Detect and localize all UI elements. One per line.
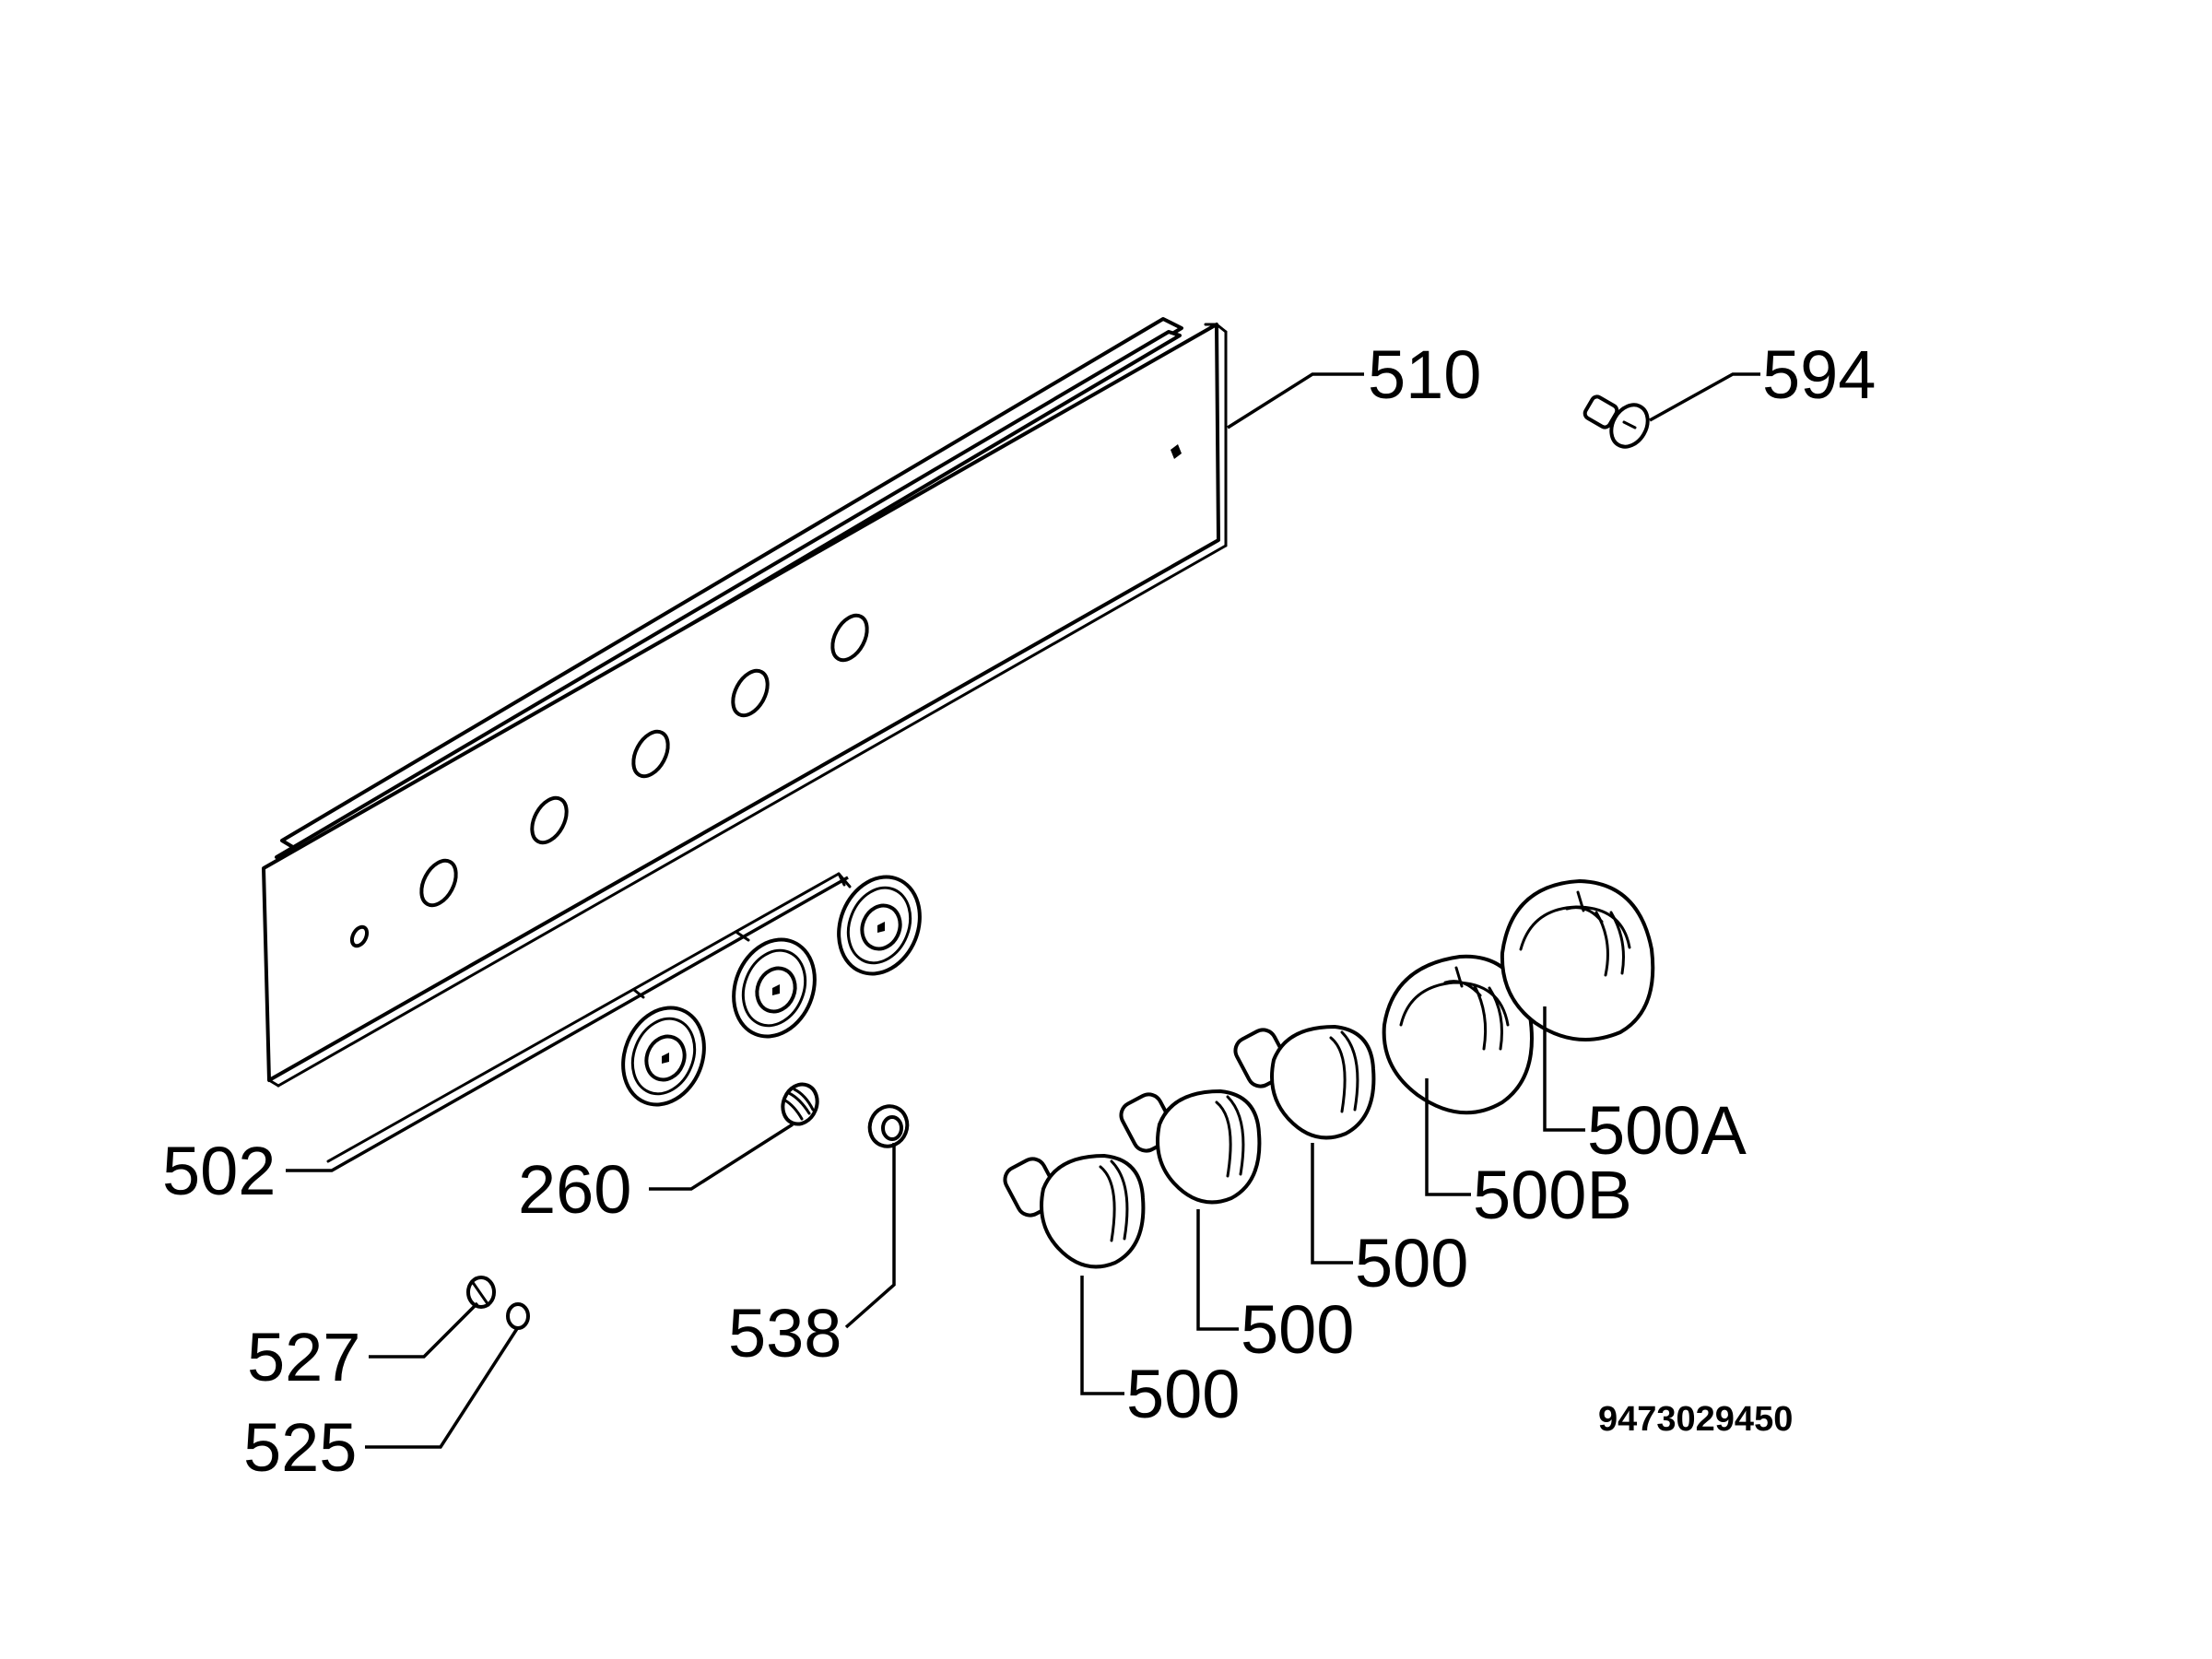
- control-knob-500-1: [1003, 1154, 1146, 1269]
- leader-594: [1649, 372, 1760, 422]
- label-500A: 500A: [1587, 1092, 1747, 1169]
- spring-260: [781, 1082, 819, 1126]
- leader-260: [649, 1123, 794, 1191]
- leader-527: [369, 1301, 479, 1359]
- leader-525: [365, 1326, 520, 1449]
- leader-500-1: [1080, 1276, 1124, 1395]
- control-knob-500B: [1382, 954, 1534, 1115]
- leader-510: [1227, 372, 1364, 429]
- leader-500-3: [1311, 1143, 1353, 1265]
- label-527: 527: [247, 1319, 360, 1395]
- control-knob-500A: [1500, 879, 1655, 1041]
- label-502: 502: [162, 1133, 276, 1209]
- label-500-1: 500: [1126, 1356, 1240, 1432]
- label-500-2: 500: [1241, 1291, 1354, 1368]
- bezel-ring-1: [621, 1006, 706, 1107]
- control-knob-500-2: [1119, 1089, 1262, 1205]
- cap-525: [506, 1302, 530, 1330]
- bezel-rings-502: [326, 872, 922, 1163]
- screw-594: [1583, 394, 1650, 449]
- control-knob-500-3: [1233, 1025, 1376, 1140]
- bezel-ring-2: [732, 937, 817, 1039]
- bezel-ring-3: [837, 875, 922, 976]
- leader-500A: [1543, 1006, 1585, 1132]
- label-500B: 500B: [1473, 1157, 1632, 1233]
- label-260: 260: [518, 1151, 631, 1228]
- drawing-reference-number: 9473029450: [1598, 1400, 1793, 1439]
- leader-500-2: [1196, 1209, 1239, 1331]
- bushing-538: [867, 1104, 910, 1148]
- leader-538: [844, 1143, 896, 1329]
- leader-500B: [1425, 1078, 1471, 1196]
- label-500-3: 500: [1355, 1225, 1468, 1301]
- label-538: 538: [728, 1295, 841, 1371]
- label-510: 510: [1368, 336, 1481, 413]
- label-525: 525: [243, 1409, 357, 1486]
- label-594: 594: [1762, 336, 1876, 413]
- control-panel-510: [262, 317, 1228, 1088]
- cap-527: [466, 1276, 496, 1309]
- leader-502: [286, 876, 849, 1172]
